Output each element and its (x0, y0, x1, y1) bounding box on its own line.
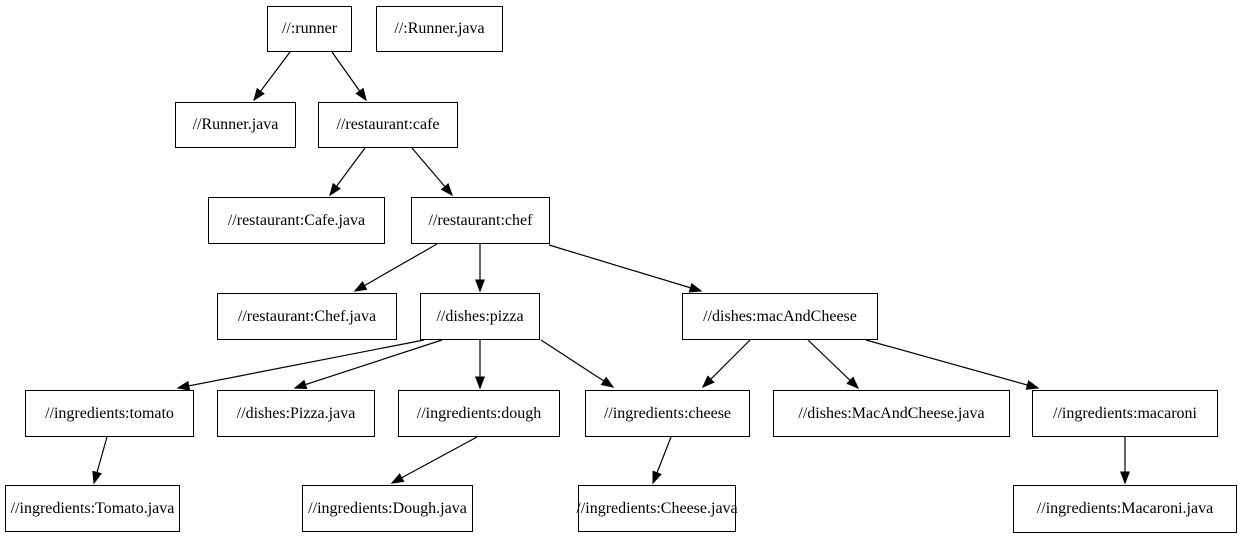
node-cafe: //restaurant:cafe (318, 102, 458, 148)
edge-pizza-to-cheese (540, 339, 615, 388)
node-tomato-java: //ingredients:Tomato.java (5, 485, 180, 532)
edge-pizza-to-pizza-java (293, 339, 443, 390)
node-pizza: //dishes:pizza (420, 293, 540, 340)
node-mac-and-cheese-java: //dishes:MacAndCheese.java (773, 390, 1010, 437)
edge-chef-to-mac-and-cheese (548, 244, 703, 293)
edge-mac-and-cheese-to-mac-and-cheese-java (807, 339, 860, 390)
edge-runner-to-cafe (331, 51, 367, 102)
edge-cheese-to-cheese-java (652, 436, 672, 485)
node-dough-java: //ingredients:Dough.java (302, 485, 473, 532)
edge-tomato-to-tomato-java (92, 436, 108, 485)
node-runner: //:runner (267, 6, 352, 52)
edge-mac-and-cheese-to-macaroni (865, 339, 1040, 390)
node-dough: //ingredients:dough (398, 390, 560, 437)
node-macaroni-java: //ingredients:Macaroni.java (1013, 485, 1237, 533)
node-runner-java: //Runner.java (175, 102, 296, 148)
node-cheese-java: //ingredients:Cheese.java (576, 485, 738, 532)
edge-chef-to-chef-java (353, 243, 438, 292)
node-macaroni: //ingredients:macaroni (1032, 390, 1218, 437)
edge-cafe-to-chef (411, 147, 453, 197)
edge-runner-to-runner-java (253, 51, 291, 102)
node-chef: //restaurant:chef (411, 197, 550, 244)
edge-pizza-to-tomato (176, 339, 425, 391)
graph-edges (92, 51, 1130, 485)
node-runner-java-src: //:Runner.java (376, 6, 503, 52)
edge-mac-and-cheese-to-cheese (701, 339, 751, 389)
node-chef-java: //restaurant:Chef.java (217, 293, 397, 340)
edge-cafe-to-cafe-java (329, 147, 366, 197)
node-cheese: //ingredients:cheese (585, 390, 750, 437)
edge-dough-to-dough-java (390, 436, 478, 484)
node-pizza-java: //dishes:Pizza.java (217, 390, 375, 437)
node-cafe-java: //restaurant:Cafe.java (208, 197, 385, 244)
node-mac-and-cheese: //dishes:macAndCheese (682, 293, 878, 340)
node-tomato: //ingredients:tomato (25, 390, 194, 437)
